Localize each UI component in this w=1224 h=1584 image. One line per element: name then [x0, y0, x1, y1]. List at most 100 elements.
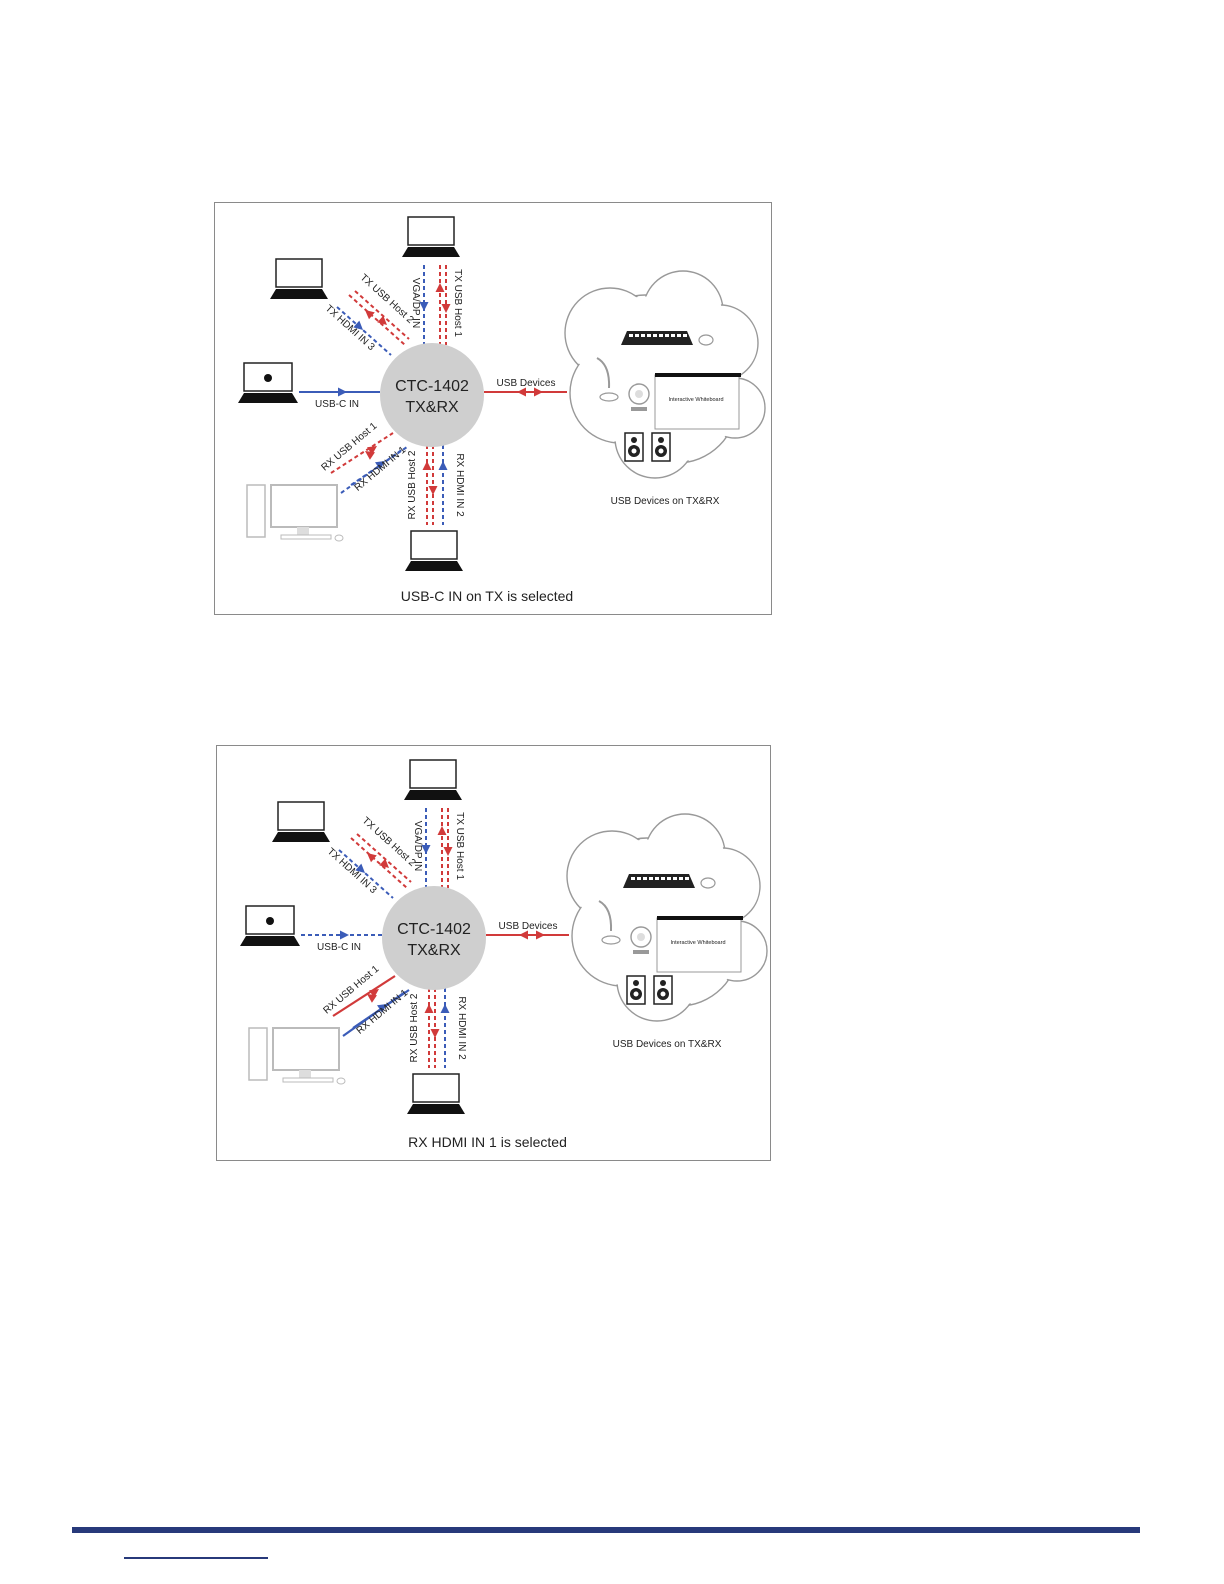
arrow-head-icon: [375, 461, 385, 470]
laptop-icon: [270, 258, 328, 299]
vga-dp-in-label: VGA/DP IN: [410, 278, 421, 328]
connection-line: [356, 833, 412, 883]
cloud-caption: USB Devices on TX&RX: [611, 496, 720, 507]
vga-dp-in-label: VGA/DP IN: [412, 821, 423, 871]
macbook-icon: [238, 362, 298, 403]
laptop-screen: [407, 216, 455, 246]
laptop-screen: [275, 258, 323, 288]
webcam-stand: [633, 950, 649, 954]
arrow-head-icon: [421, 845, 431, 854]
pc-mouse: [336, 1077, 346, 1085]
tx-usb-host-1-label: TX USB Host 1: [454, 812, 465, 880]
arrow-head-icon: [338, 387, 347, 397]
keyboard-icon: [623, 874, 695, 888]
desktop-computer-icon: [246, 484, 344, 542]
arrow-head-icon: [517, 387, 526, 397]
hub-model-label: CTC-1402: [397, 921, 471, 938]
laptop-base: [270, 289, 328, 299]
arrow-head-icon: [340, 930, 349, 940]
hub-mode-label: TX&RX: [405, 399, 459, 416]
usb-c-in-label: USB-C IN: [315, 399, 359, 410]
keyboard-body: [621, 331, 693, 345]
apple-logo-icon: [266, 917, 274, 925]
arrow-head-icon: [430, 1029, 440, 1038]
arrow-head-icon: [379, 858, 389, 868]
whiteboard-label: Interactive Whiteboard: [670, 940, 725, 946]
pc-tower: [246, 484, 266, 538]
keyboard-key: [673, 877, 677, 880]
rx-hdmi-in-1-label: RX HDMI IN 1: [355, 987, 411, 1036]
pc-keyboard: [282, 1077, 334, 1083]
arrow-head-icon: [369, 989, 379, 998]
laptop-screen: [412, 1073, 460, 1103]
macbook-icon: [240, 905, 300, 946]
speaker-woofer-center: [631, 448, 637, 454]
laptop-icon: [407, 1073, 465, 1114]
laptop-base: [405, 561, 463, 571]
arrow-head-icon: [443, 847, 453, 856]
arrow-head-icon: [536, 930, 545, 940]
arrow-head-icon: [438, 461, 448, 470]
whiteboard-icon: [656, 916, 743, 973]
mic-boom: [598, 900, 613, 932]
mic-base: [601, 935, 621, 945]
speaker-tweeter: [658, 437, 664, 443]
keyboard-key: [649, 877, 653, 880]
speaker-icon: [651, 432, 671, 462]
laptop-base: [240, 936, 300, 946]
rx-hdmi-in-2-label: RX HDMI IN 2: [456, 996, 467, 1060]
pc-keyboard: [280, 534, 332, 540]
pc-stand: [299, 1070, 311, 1078]
laptop-icon: [404, 759, 462, 800]
keyboard-key: [641, 334, 645, 337]
hub-model-label: CTC-1402: [395, 378, 469, 395]
keyboard-body: [623, 874, 695, 888]
keyboard-key: [683, 334, 687, 337]
webcam-icon: [628, 383, 650, 411]
webcam-center: [637, 933, 645, 941]
arrow-head-icon: [440, 1004, 450, 1013]
desktop-computer-icon: [248, 1027, 346, 1085]
footer-divider: [72, 1527, 1140, 1533]
keyboard-key: [661, 877, 665, 880]
pc-tower: [248, 1027, 268, 1081]
mouse-icon: [698, 334, 714, 346]
laptop-base: [402, 247, 460, 257]
tx-hdmi-in-3-label: TX HDMI IN 3: [325, 846, 379, 896]
keyboard-key: [629, 334, 633, 337]
apple-logo-icon: [264, 374, 272, 382]
rx-usb-host-2-label: RX USB Host 2: [407, 450, 418, 519]
footer-link-underline: [124, 1557, 268, 1559]
connection-line: [350, 446, 408, 486]
whiteboard-icon: [654, 373, 741, 430]
tx-usb-host-2-label: TX USB Host 2: [360, 815, 418, 869]
connection-line: [354, 290, 410, 340]
arrow-head-icon: [355, 863, 365, 873]
mic-boom: [596, 357, 611, 389]
arrow-head-icon: [519, 930, 528, 940]
usb-c-in-label: USB-C IN: [317, 942, 361, 953]
hub-mode-label: TX&RX: [407, 942, 461, 959]
keyboard-key: [637, 877, 641, 880]
connection-line: [348, 294, 406, 346]
figure-caption: RX HDMI IN 1 is selected: [408, 1134, 567, 1150]
keyboard-key: [655, 877, 659, 880]
speaker-woofer-center: [658, 448, 664, 454]
microphone-icon: [596, 357, 619, 402]
keyboard-key: [631, 877, 635, 880]
keyboard-key: [659, 334, 663, 337]
keyboard-key: [635, 334, 639, 337]
whiteboard-surface: [654, 374, 740, 430]
speaker-tweeter: [660, 980, 666, 986]
tx-usb-host-1-label: TX USB Host 1: [452, 269, 463, 337]
arrow-head-icon: [428, 486, 438, 495]
rx-hdmi-in-1-label: RX HDMI IN 1: [353, 444, 409, 493]
keyboard-key: [679, 877, 683, 880]
laptop-screen: [410, 530, 458, 560]
laptop-base: [272, 832, 330, 842]
pc-monitor: [270, 484, 338, 528]
speaker-tweeter: [631, 437, 637, 443]
keyboard-key: [643, 877, 647, 880]
tx-hdmi-in-3-label: TX HDMI IN 3: [323, 303, 377, 353]
